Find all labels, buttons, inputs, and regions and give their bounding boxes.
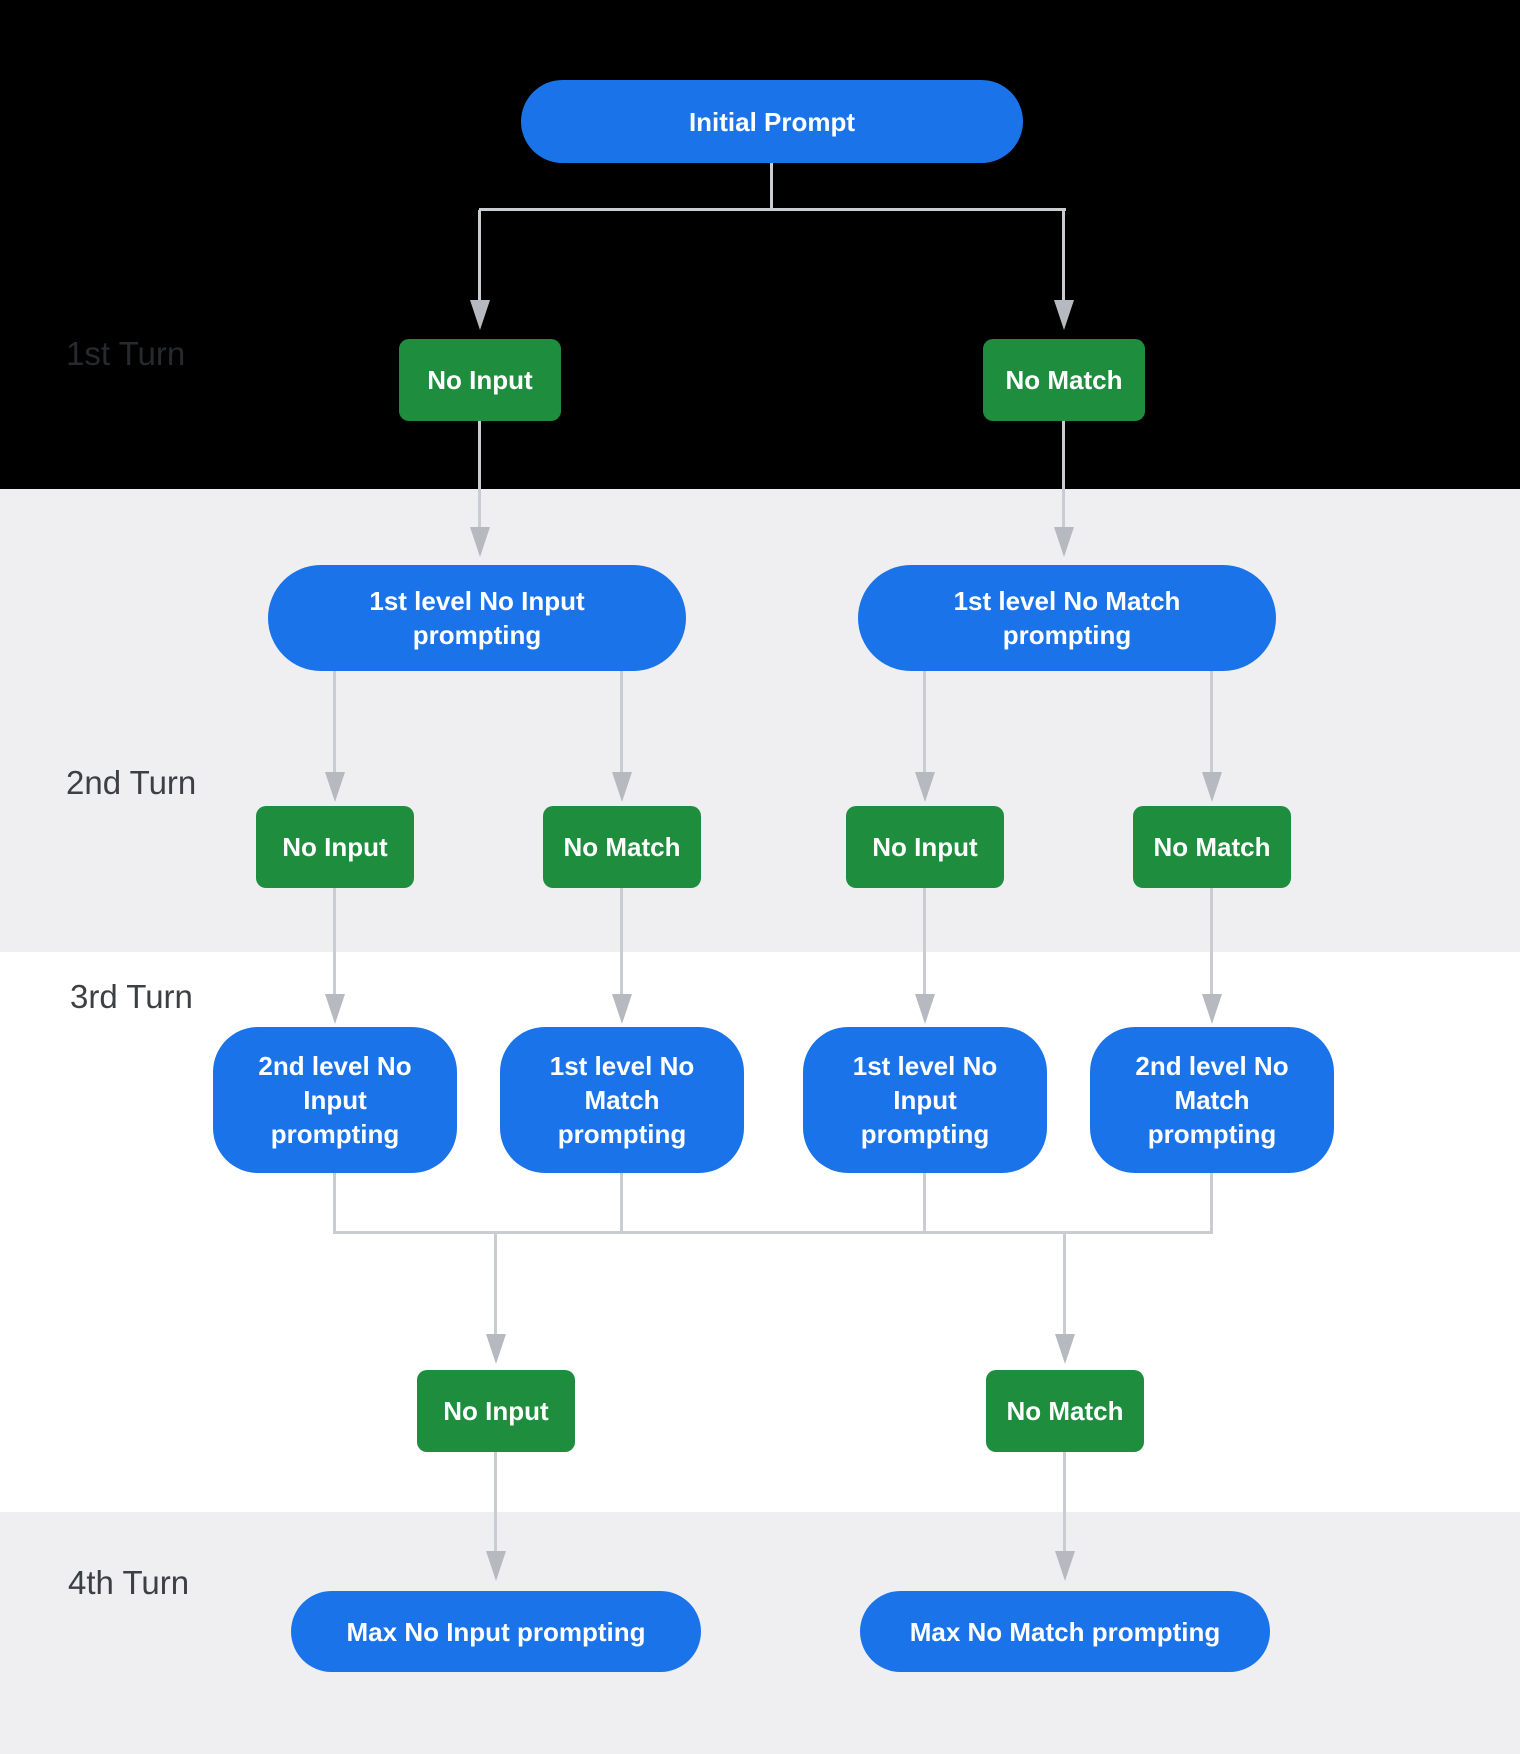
node-max-no-input-prompting: Max No Input prompting — [291, 1591, 701, 1672]
arrowhead — [486, 1334, 506, 1364]
node-turn4-no-match: No Match — [986, 1370, 1144, 1452]
arrowhead — [325, 772, 345, 802]
connector-line — [1063, 1231, 1066, 1334]
arrowhead — [612, 772, 632, 802]
background-band-dark — [0, 0, 1520, 489]
arrowhead — [1055, 1551, 1075, 1581]
connector-line — [478, 210, 481, 300]
connector-line — [333, 1173, 336, 1233]
node-level1-no-input-prompting: 1st level No Input prompting — [268, 565, 686, 671]
node-turn2-no-match-1: No Match — [543, 806, 701, 888]
node-turn3-1st-level-no-match: 1st level No Match prompting — [500, 1027, 744, 1173]
connector-line — [333, 888, 336, 994]
turn-label-1: 1st Turn — [66, 335, 186, 372]
connector-line — [923, 670, 926, 772]
node-turn2-no-match-2: No Match — [1133, 806, 1291, 888]
connector-line — [923, 888, 926, 994]
connector-line — [1210, 670, 1213, 772]
connector-merge-bus — [333, 1231, 1213, 1234]
connector-line — [494, 1231, 497, 1334]
connector-line — [333, 670, 336, 772]
connector-line — [1210, 888, 1213, 994]
turn-label-3: 3rd Turn — [70, 978, 193, 1015]
arrowhead — [470, 300, 490, 330]
connector-line — [620, 888, 623, 994]
connector-line — [1062, 210, 1065, 300]
turn-label-2: 2nd Turn — [66, 764, 197, 801]
connector-line — [479, 208, 1066, 211]
arrowhead — [325, 994, 345, 1024]
connector-line — [620, 1173, 623, 1233]
arrowhead — [1055, 1334, 1075, 1364]
arrowhead — [915, 994, 935, 1024]
arrowhead — [612, 994, 632, 1024]
connector-line — [1062, 421, 1065, 527]
connector-line — [494, 1452, 497, 1551]
background-band-gray-2 — [0, 1512, 1520, 1754]
node-turn3-1st-level-no-input: 1st level No Input prompting — [803, 1027, 1047, 1173]
background-band-gray-1 — [0, 489, 1520, 952]
node-turn3-2nd-level-no-input: 2nd level No Input prompting — [213, 1027, 457, 1173]
node-turn2-no-input-2: No Input — [846, 806, 1004, 888]
connector-line — [1063, 1452, 1066, 1551]
node-level1-no-match-prompting: 1st level No Match prompting — [858, 565, 1276, 671]
arrowhead — [470, 527, 490, 557]
connector-line — [923, 1173, 926, 1233]
node-turn2-no-input-1: No Input — [256, 806, 414, 888]
arrowhead — [1202, 772, 1222, 802]
arrowhead — [1202, 994, 1222, 1024]
connector-line — [620, 670, 623, 772]
arrowhead — [915, 772, 935, 802]
arrowhead — [486, 1551, 506, 1581]
node-turn4-no-input: No Input — [417, 1370, 575, 1452]
node-initial-prompt: Initial Prompt — [521, 80, 1023, 163]
arrowhead — [1054, 300, 1074, 330]
turn-label-4: 4th Turn — [68, 1564, 190, 1601]
arrowhead — [1054, 527, 1074, 557]
node-turn3-2nd-level-no-match: 2nd level No Match prompting — [1090, 1027, 1334, 1173]
node-turn1-no-input: No Input — [399, 339, 561, 421]
connector-line — [1210, 1173, 1213, 1233]
node-turn1-no-match: No Match — [983, 339, 1145, 421]
node-max-no-match-prompting: Max No Match prompting — [860, 1591, 1270, 1672]
connector-line — [478, 421, 481, 527]
connector-line — [770, 163, 773, 210]
